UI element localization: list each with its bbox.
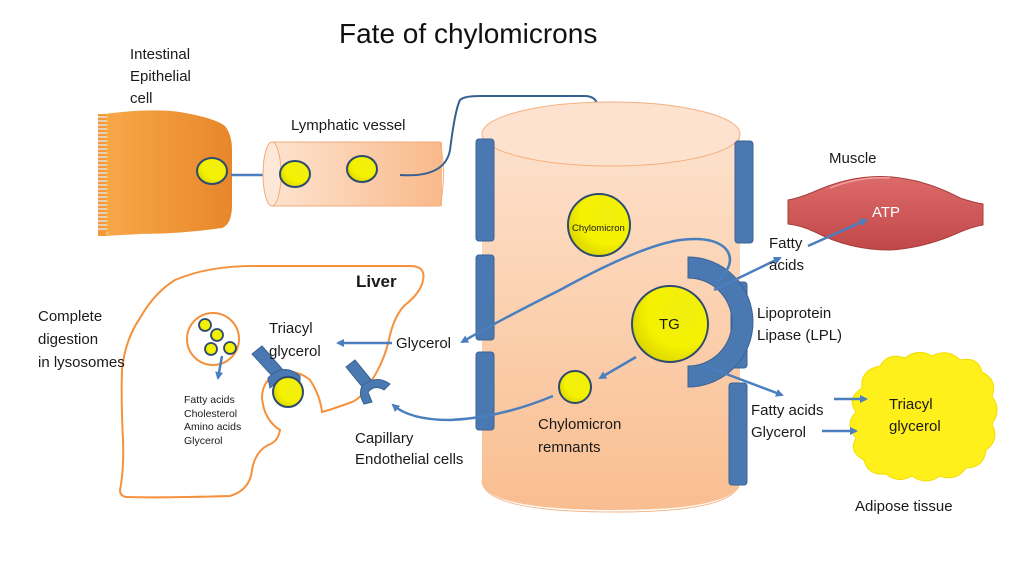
arrow-tg-to-remnant xyxy=(598,355,637,380)
liver-outline xyxy=(118,264,425,499)
label-liver: Liver xyxy=(356,272,397,291)
diagram-title: Fate of chylomicrons xyxy=(339,18,598,49)
chylomicron-droplet-lymph-1 xyxy=(279,160,311,188)
label-lymphatic-vessel: Lymphatic vessel xyxy=(291,117,406,134)
label-fatty-acids-muscle: Fatty acids xyxy=(769,235,805,274)
arrow-fatty-acids-glycerol-to-adipose xyxy=(704,364,784,397)
chylomicron-blood xyxy=(567,193,631,257)
label-capillary-endothelial: Capillary Endothelial cells xyxy=(355,430,464,468)
microvilli xyxy=(98,114,108,236)
lymphatic-vessel xyxy=(262,141,444,207)
chylomicron-droplet-lymph-2 xyxy=(346,155,378,183)
blood-vessel xyxy=(481,101,741,513)
label-triacylglycerol-liver: Triacyl glycerol xyxy=(269,320,321,360)
label-tg: TG xyxy=(659,316,680,333)
intestinal-epithelial-cell xyxy=(98,110,232,236)
arrow-lymph-to-blood xyxy=(399,95,602,186)
adipose-tissue xyxy=(849,352,998,482)
chylomicron-droplet-epithelial xyxy=(196,157,228,185)
muscle xyxy=(787,176,984,251)
label-triacylglycerol-adipose: Triacyl glycerol xyxy=(889,396,941,435)
label-intestinal-cell: Intestinal Epithelial cell xyxy=(130,46,191,107)
label-atp: ATP xyxy=(872,204,901,221)
label-glycerol-liver: Glycerol xyxy=(396,335,452,352)
remnant-bound-droplet xyxy=(272,376,304,408)
label-digestion-products: Fatty acids Cholesterol Amino acids Glyc… xyxy=(184,394,242,447)
label-chylomicron-remnants: Chylomicron remnants xyxy=(538,416,622,456)
label-adipose-tissue: Adipose tissue xyxy=(855,498,953,515)
label-fatty-acids-glycerol: Fatty acids Glycerol xyxy=(751,402,824,441)
endothelial-cells-left xyxy=(475,138,495,431)
label-muscle: Muscle xyxy=(829,150,877,167)
lipoprotein-lipase xyxy=(687,256,754,388)
lysosome xyxy=(186,312,240,366)
arrow-glycerol-to-liver xyxy=(460,237,732,344)
receptor-bound xyxy=(251,345,304,408)
chylomicron-remnant-droplet xyxy=(558,370,592,404)
arrow-lysosome-to-products xyxy=(215,355,224,380)
arrow-fatty-acids-to-atp xyxy=(807,218,868,248)
receptor-empty xyxy=(345,359,391,405)
arrow-fatty-acids-to-muscle xyxy=(713,256,782,292)
label-chylomicron: Chylomicron xyxy=(572,223,625,234)
tg-droplet xyxy=(631,285,709,363)
label-complete-digestion: Complete digestion in lysosomes xyxy=(38,308,125,371)
arrow-remnant-to-liver xyxy=(391,394,554,422)
label-lipoprotein-lipase: Lipoprotein Lipase (LPL) xyxy=(757,305,843,344)
